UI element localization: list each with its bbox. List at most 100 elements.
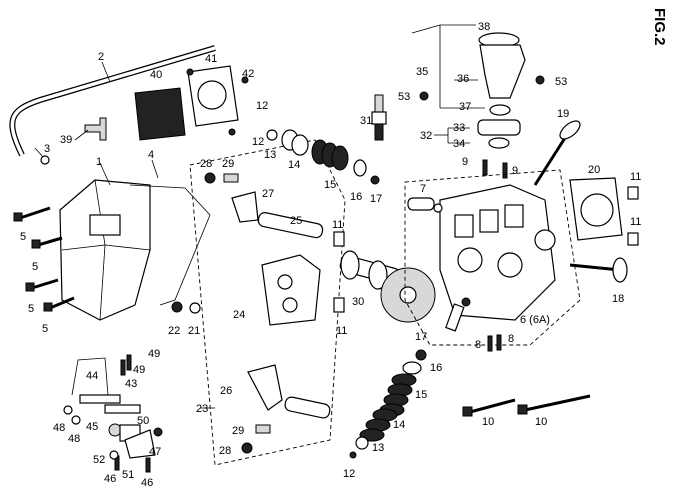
callout-label: 17: [370, 193, 382, 205]
callout-label: 12: [252, 136, 264, 148]
callout-label: 20: [588, 164, 600, 176]
callout-label: 26: [220, 385, 232, 397]
callout-label: 31: [360, 115, 372, 127]
callout-label: 9: [512, 165, 518, 177]
callout-label: 32: [420, 130, 432, 142]
oring-34: [488, 137, 510, 149]
insulator-33: [477, 119, 521, 136]
callout-label: 8: [475, 339, 481, 351]
callout-label: 12: [343, 468, 355, 480]
callout-label: 15: [324, 179, 336, 191]
callout-labels: 1 2 3 4 5 5 5 5 6 (6A) 7 8 8 9 9 10 10 1…: [20, 21, 641, 489]
intake-manifold: [419, 32, 545, 116]
callout-label: 51: [122, 469, 134, 481]
filter-gasket: [134, 87, 186, 141]
long-bolts: [462, 394, 591, 417]
callout-label: 19: [557, 108, 569, 120]
cover-gasket: [129, 184, 211, 306]
callout-label: 17: [415, 331, 427, 343]
figure-label: FIG.2: [651, 8, 668, 46]
dowel-11c: [627, 186, 639, 200]
callout-label: 53: [398, 91, 410, 103]
stud-8b: [496, 334, 502, 351]
dowel-11b: [333, 297, 345, 313]
callout-label: 5: [42, 323, 48, 335]
callout-label: 11: [630, 216, 641, 228]
callout-label: 4: [148, 149, 154, 161]
callout-label: 3: [44, 143, 50, 155]
callout-label: 12: [256, 100, 268, 112]
callout-label: 47: [149, 446, 161, 458]
callout-label: 2: [98, 51, 104, 63]
callout-label: 13: [264, 149, 276, 161]
callout-label: 11: [630, 171, 641, 183]
valve-springs-bottom: [349, 349, 427, 459]
callout-label: 38: [478, 21, 490, 33]
callout-label: 5: [32, 261, 38, 273]
callout-label: 5: [28, 303, 34, 315]
callout-label: 37: [459, 101, 471, 113]
callout-label: 45: [86, 421, 98, 433]
callout-label: 14: [288, 159, 300, 171]
callout-label: 15: [415, 389, 427, 401]
callout-label: 28: [200, 158, 212, 170]
bolts-5: [13, 206, 75, 312]
valve-springs-top: [266, 129, 380, 185]
callout-label: 50: [137, 415, 149, 427]
callout-label: 16: [430, 362, 442, 374]
callout-label: 16: [350, 191, 362, 203]
callout-label: 5: [20, 231, 26, 243]
valve-18: [569, 257, 628, 283]
callout-label: 21: [188, 325, 200, 337]
callout-label: 53: [555, 76, 567, 88]
callout-label: 34: [453, 138, 465, 150]
callout-label: 35: [416, 66, 428, 78]
callout-label: 27: [262, 188, 274, 200]
valve-19: [533, 120, 581, 186]
callout-label: 42: [242, 68, 254, 80]
callout-label: 46: [141, 477, 153, 489]
callout-label: 25: [290, 215, 302, 227]
callout-label: 33: [453, 122, 465, 134]
callout-label: 29: [222, 158, 234, 170]
callout-label: 8: [508, 333, 514, 345]
rocker-parts: [204, 172, 331, 454]
stud-8a: [487, 335, 493, 352]
callout-label: 24: [233, 309, 245, 321]
nut-22: [171, 301, 183, 313]
callout-label: 7: [420, 183, 426, 195]
breather-hose: [9, 45, 216, 157]
cylinder-head-outline: [404, 169, 581, 346]
callout-label: 41: [205, 53, 217, 65]
callout-label: 48: [53, 422, 65, 434]
spark-plug: [371, 94, 387, 141]
callout-label: 29: [232, 425, 244, 437]
callout-label: 49: [148, 348, 160, 360]
callout-label: 6 (6A): [520, 314, 550, 326]
stud-9a: [482, 159, 488, 176]
callout-label: 23: [196, 403, 208, 415]
breather-parts: [63, 354, 163, 473]
cylinder-head: [407, 184, 556, 332]
washer-21: [189, 302, 201, 314]
dowel-11d: [627, 232, 639, 246]
callout-label: 28: [219, 445, 231, 457]
callout-label: 44: [86, 370, 98, 382]
callout-label: 1: [96, 156, 102, 168]
callout-label: 49: [133, 364, 145, 376]
camshaft: [339, 250, 436, 323]
dowel-11a: [333, 231, 345, 247]
hose-clip: [40, 155, 50, 165]
callout-label: 18: [612, 293, 624, 305]
callout-label: 48: [68, 433, 80, 445]
callout-label: 52: [93, 454, 105, 466]
callout-label: 40: [150, 69, 162, 81]
callout-label: 43: [125, 378, 137, 390]
callout-label: 30: [352, 296, 364, 308]
callout-label: 22: [168, 325, 180, 337]
callout-label: 36: [457, 73, 469, 85]
leader-lines: [34, 24, 485, 409]
callout-label: 11: [332, 219, 343, 231]
breather-fitting: [84, 117, 107, 141]
